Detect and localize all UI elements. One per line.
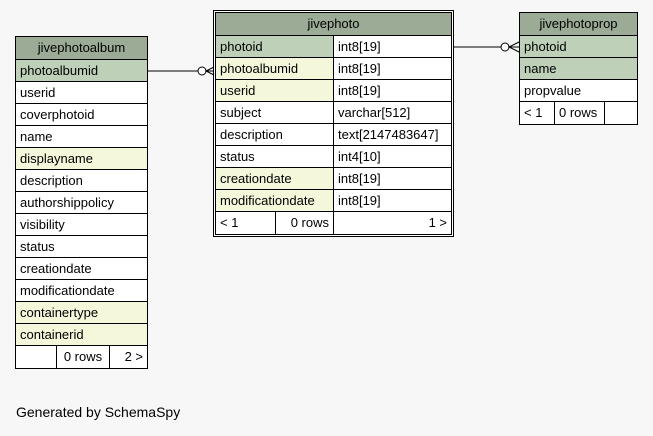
table-row[interactable]: photoalbumid	[16, 60, 147, 82]
table-row[interactable]: status int4[10]	[216, 146, 451, 168]
table-footer: 0 rows 2 >	[16, 346, 147, 368]
table-row[interactable]: containerid	[16, 324, 147, 346]
row-count: 0 rows	[56, 346, 109, 368]
column-name: name	[20, 129, 53, 144]
column-name: containerid	[20, 327, 84, 342]
column-name: description	[220, 127, 283, 142]
table-title[interactable]: jivephotoprop	[520, 13, 637, 36]
table-row[interactable]: displayname	[16, 148, 147, 170]
column-name: userid	[216, 80, 333, 101]
table-row[interactable]: propvalue	[520, 80, 637, 102]
table-row[interactable]: status	[16, 236, 147, 258]
table-row[interactable]: authorshippolicy	[16, 192, 147, 214]
table-row[interactable]: subject varchar[512]	[216, 102, 451, 124]
table-row[interactable]: creationdate int8[19]	[216, 168, 451, 190]
column-type: varchar[512]	[333, 102, 451, 123]
table-title[interactable]: jivephoto	[216, 13, 451, 36]
table-row[interactable]: name	[16, 126, 147, 148]
column-name: photoalbumid	[20, 63, 99, 78]
column-name: photoalbumid	[216, 58, 333, 79]
column-name: containertype	[20, 305, 99, 320]
table-footer: < 1 0 rows	[520, 102, 637, 124]
column-name: subject	[220, 105, 262, 120]
column-name: creationdate	[20, 261, 92, 276]
parents-link[interactable]: < 1	[216, 212, 275, 234]
column-type: int4[10]	[333, 146, 451, 167]
generated-by-caption: Generated by SchemaSpy	[16, 404, 181, 420]
column-type: int8[19]	[333, 168, 451, 189]
column-name: photoid	[524, 39, 567, 54]
column-name: coverphotoid	[20, 107, 95, 122]
table-row[interactable]: description text[2147483647]	[216, 124, 451, 146]
column-name: status	[20, 239, 55, 254]
column-name: photoid	[216, 36, 333, 57]
table-title[interactable]: jivephotoalbum	[16, 37, 147, 60]
column-name: visibility	[20, 217, 65, 232]
table-jivephotoprop[interactable]: jivephotoprop photoid name propvalue < 1…	[519, 12, 638, 125]
column-name: displayname	[20, 151, 93, 166]
column-type: text[2147483647]	[333, 124, 451, 145]
table-row[interactable]: modificationdate	[16, 280, 147, 302]
table-row[interactable]: photoalbumid int8[19]	[216, 58, 451, 80]
column-type: int8[19]	[333, 58, 451, 79]
table-row[interactable]: coverphotoid	[16, 104, 147, 126]
row-count: 0 rows	[275, 212, 333, 234]
table-row[interactable]: photoid int8[19]	[216, 36, 451, 58]
table-row[interactable]: creationdate	[16, 258, 147, 280]
column-name: description	[20, 173, 83, 188]
column-type: int8[19]	[333, 36, 451, 57]
table-footer: < 1 0 rows 1 >	[216, 212, 451, 234]
column-name: propvalue	[524, 83, 582, 98]
table-row[interactable]: description	[16, 170, 147, 192]
column-name: userid	[20, 85, 56, 100]
table-jivephoto[interactable]: jivephoto photoid int8[19] photoalbumid …	[213, 10, 454, 237]
column-type: int8[19]	[333, 190, 451, 211]
table-row[interactable]: containertype	[16, 302, 147, 324]
column-type: int8[19]	[333, 80, 451, 101]
column-name: name	[524, 61, 557, 76]
table-jivephotoalbum[interactable]: jivephotoalbum photoalbumid userid cover…	[15, 36, 148, 369]
row-count: 0 rows	[554, 102, 604, 124]
table-row[interactable]: userid int8[19]	[216, 80, 451, 102]
children-link[interactable]: 1 >	[333, 212, 451, 234]
table-row[interactable]: name	[520, 58, 637, 80]
table-row[interactable]: modificationdate int8[19]	[216, 190, 451, 212]
photo-prop-link	[453, 41, 520, 53]
parents-link[interactable]	[16, 346, 56, 368]
column-name: modificationdate	[20, 283, 115, 298]
table-row[interactable]: userid	[16, 82, 147, 104]
column-name: status	[220, 149, 255, 164]
album-photo-link	[147, 65, 217, 77]
children-link[interactable]	[604, 102, 637, 124]
column-name: creationdate	[216, 168, 333, 189]
column-name: authorshippolicy	[20, 195, 114, 210]
column-name: modificationdate	[216, 190, 333, 211]
table-row[interactable]: visibility	[16, 214, 147, 236]
parents-link[interactable]: < 1	[520, 102, 554, 124]
table-row[interactable]: photoid	[520, 36, 637, 58]
children-link[interactable]: 2 >	[109, 346, 147, 368]
